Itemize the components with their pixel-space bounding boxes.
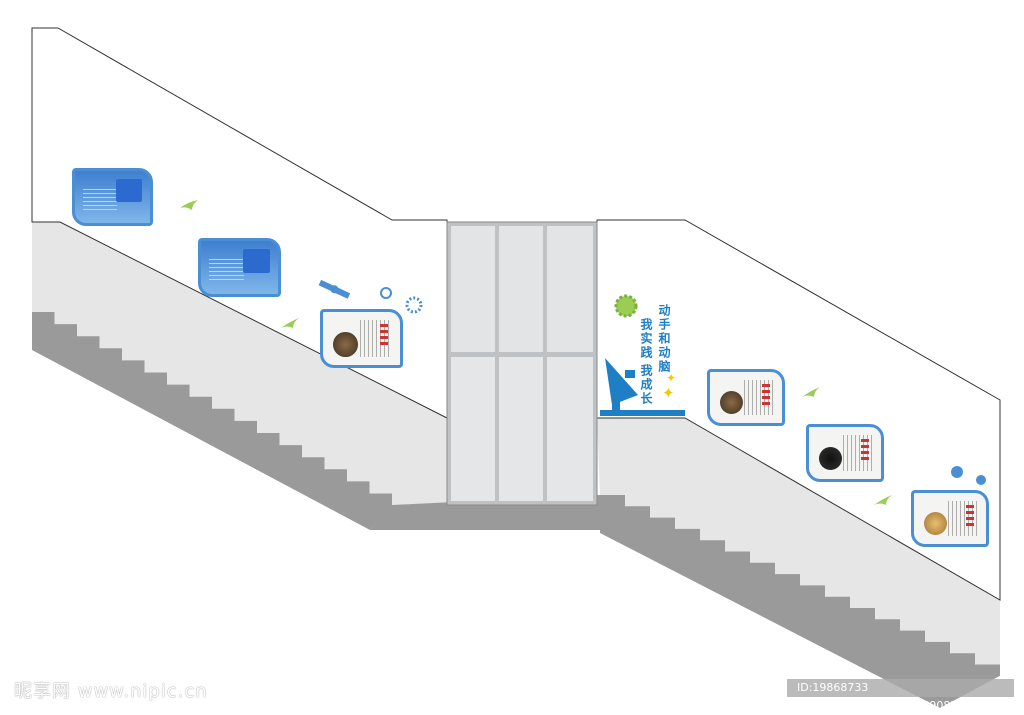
slogan-line-1: 动手和动脑	[657, 304, 671, 374]
blue-base-bar	[600, 410, 685, 416]
dot-icon	[951, 466, 963, 478]
slogan-line-2: 我实践	[639, 318, 653, 360]
bird-icon	[802, 387, 820, 397]
display-panel	[911, 490, 989, 547]
display-panel	[320, 309, 403, 368]
right-stair-side	[597, 418, 1000, 675]
right-stair-flight	[600, 495, 1000, 708]
gear-green-icon	[614, 294, 638, 318]
image-id-bar: ID:19868733 NO:20190328083301469087	[787, 679, 1014, 712]
display-panel	[72, 168, 153, 226]
left-stair-side	[32, 222, 447, 505]
dot-icon	[976, 475, 986, 485]
satellite-dish-icon	[605, 358, 638, 410]
gear-icon	[405, 296, 423, 314]
sparkle-icon: ✦	[662, 384, 675, 402]
aircraft-image	[243, 249, 270, 273]
bird-icon	[874, 495, 892, 505]
sparkle-icon: ✦	[666, 371, 676, 385]
bird-icon	[281, 318, 299, 328]
map-image	[115, 179, 142, 203]
watermark: 昵享网 www.nipic.cn	[14, 681, 208, 702]
left-stair-flight	[32, 312, 392, 530]
bird-icon	[180, 200, 198, 210]
display-panel	[806, 424, 884, 482]
slogan-line-3: 我成长	[639, 364, 653, 406]
gear-icon	[380, 287, 392, 299]
door	[446, 221, 598, 506]
display-panel	[707, 369, 785, 426]
satellite-icon	[318, 279, 351, 299]
display-panel	[198, 238, 281, 297]
